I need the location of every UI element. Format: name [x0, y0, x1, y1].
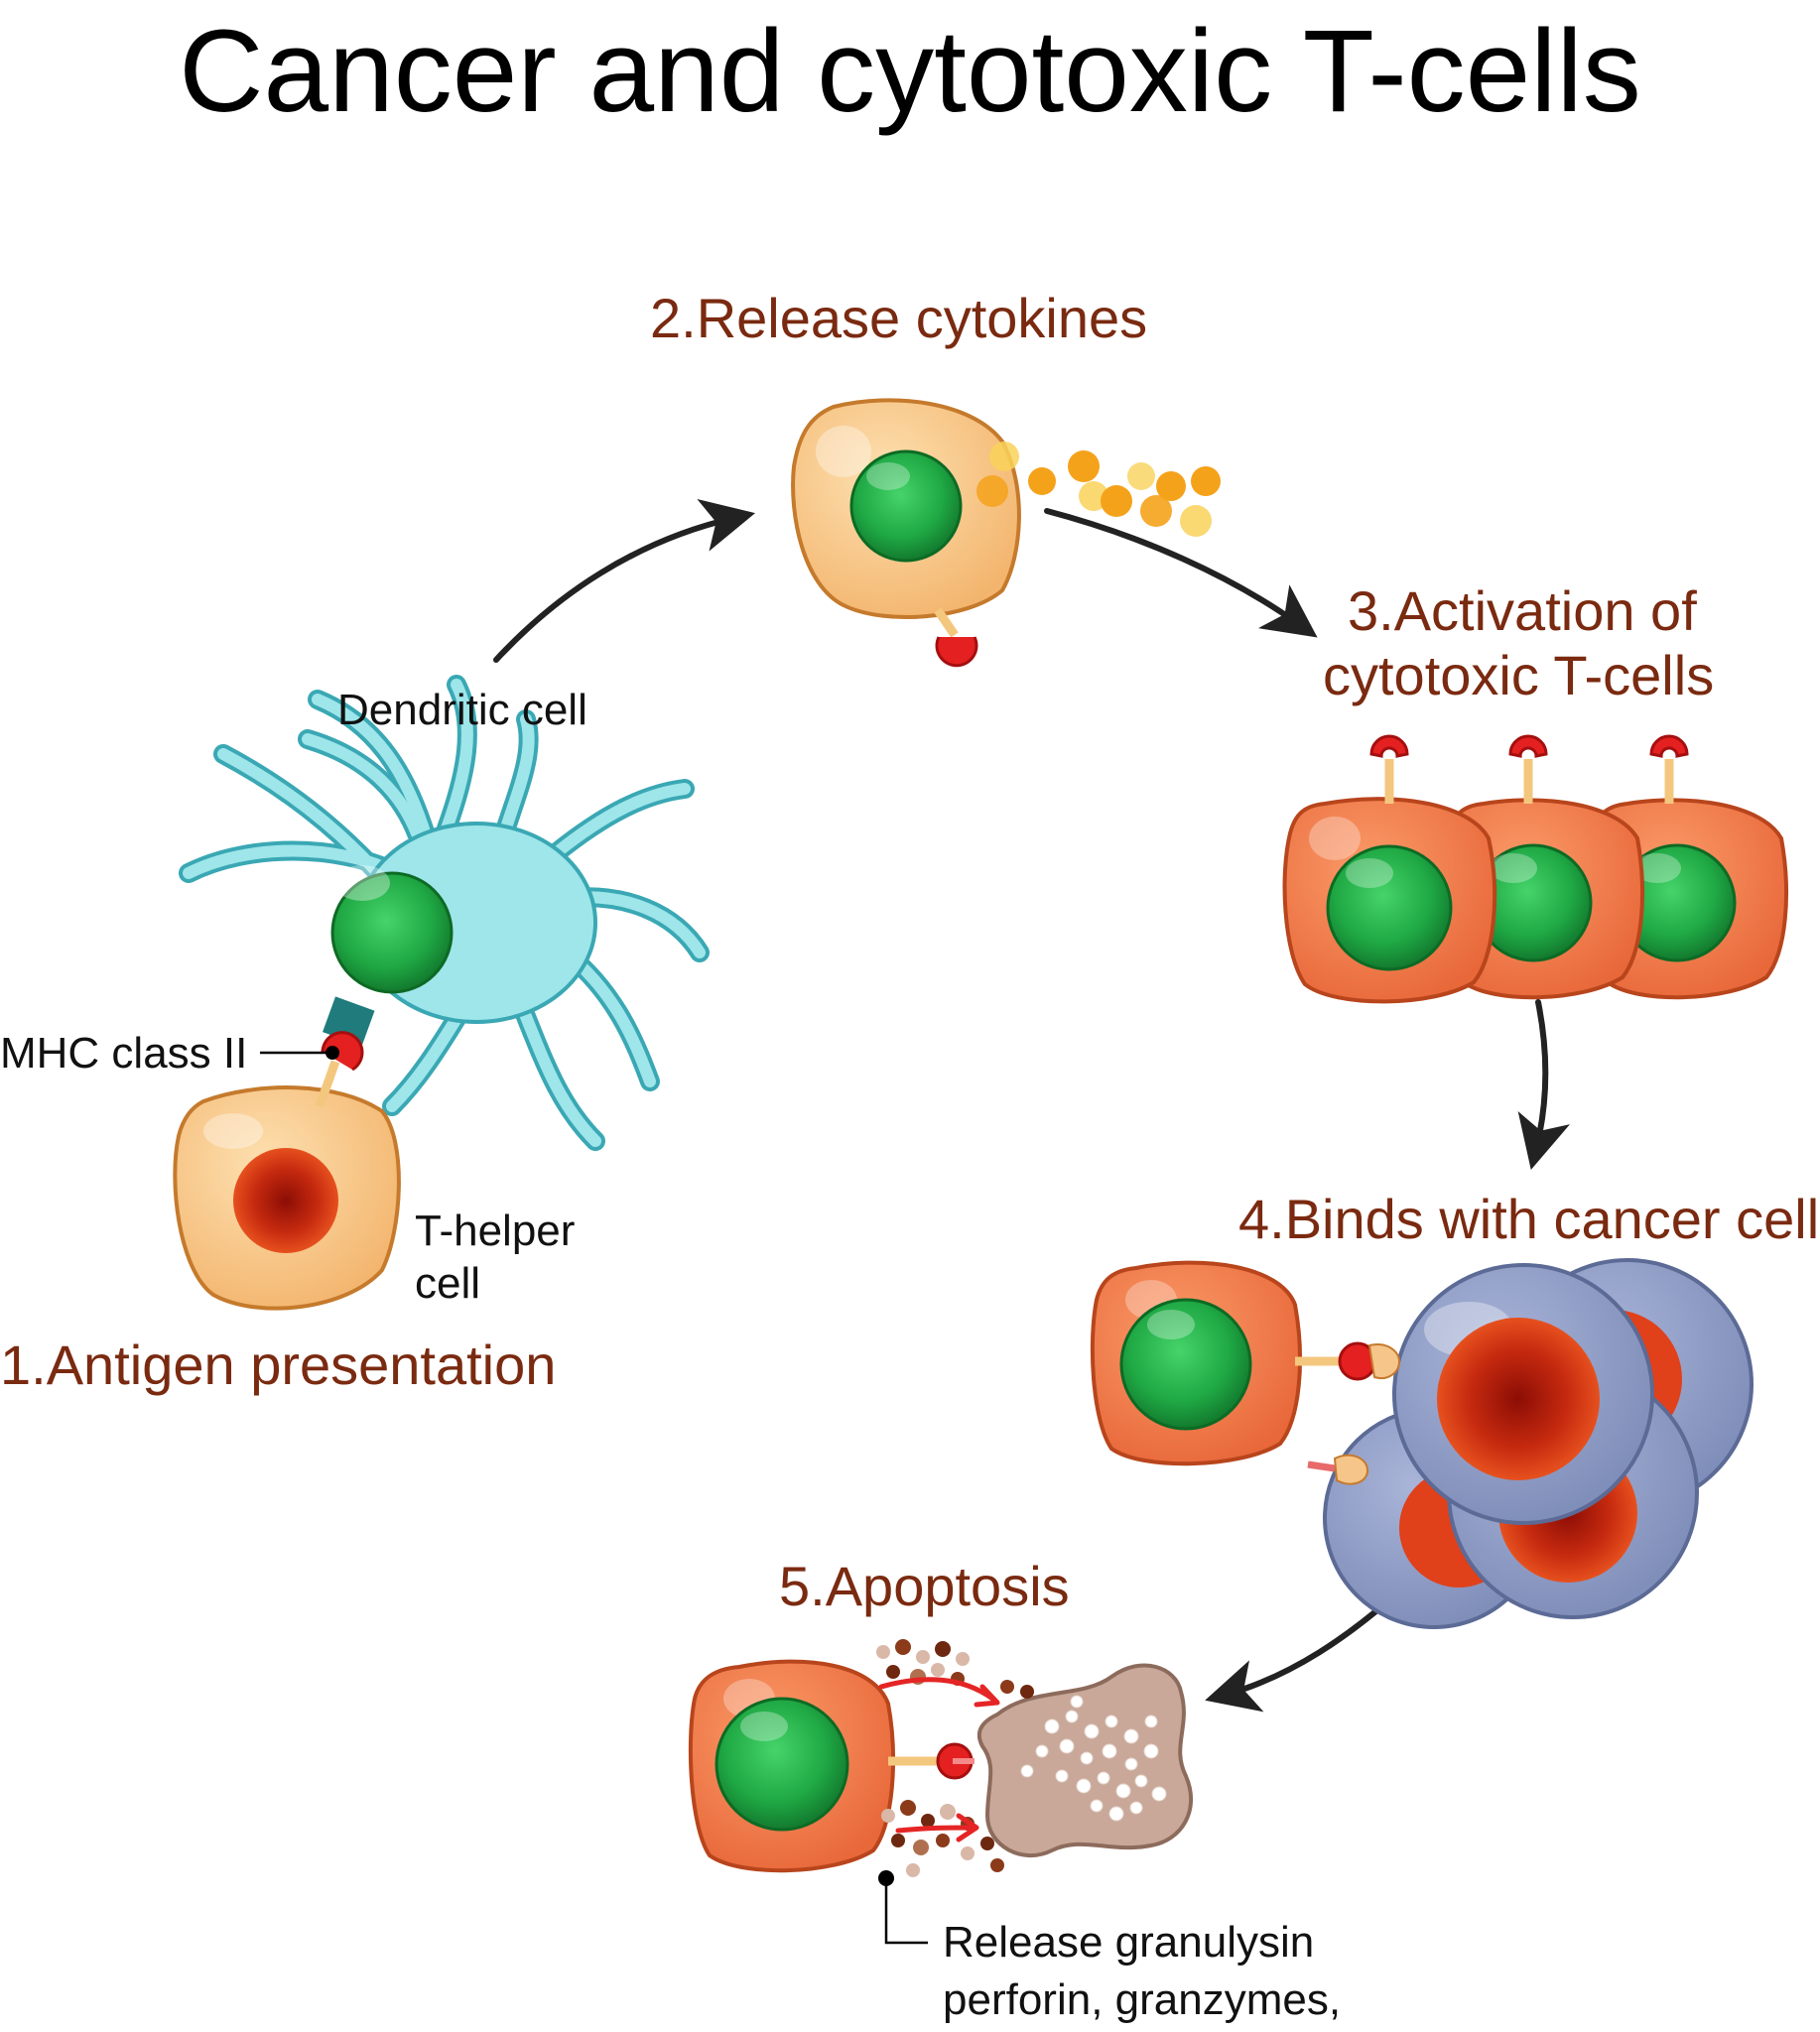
t-helper-cell [173, 1031, 401, 1311]
step-3-label-line2: cytotoxic T-cells [1323, 644, 1714, 706]
apoptotic-fragments [1020, 1695, 1167, 1822]
release-label-line1: Release granulysin [943, 1918, 1314, 1967]
release-label-line2: perforin, granzymes, [943, 1975, 1341, 2024]
activated-t-cell-2 [1442, 734, 1644, 1000]
step-2-label: 2.Release cytokines [650, 287, 1147, 349]
activated-t-cells [1282, 734, 1788, 1004]
granule-particles [876, 1639, 1034, 1877]
cytokine-releasing-cell [791, 398, 1021, 668]
binding-t-cell [1090, 1260, 1348, 1466]
step-3-label-line1: 3.Activation of [1348, 579, 1697, 642]
dendritic-nucleus [330, 871, 454, 994]
t-helper-nucleus [233, 1148, 338, 1253]
dendritic-cell-label: Dendritic cell [337, 686, 587, 734]
t-helper-receptor [321, 1031, 364, 1072]
release-leader-line [878, 1870, 928, 1945]
cytokine-cell-nucleus [849, 449, 963, 563]
cytokines [976, 442, 1221, 537]
dendritic-cell [179, 675, 710, 1151]
cytokine-cell-receptor [935, 636, 978, 668]
t-helper-label-line1: T-helper [415, 1206, 575, 1255]
diagram-title: Cancer and cytotoxic T-cells [179, 6, 1640, 137]
apoptotic-cancer-cell [976, 1663, 1193, 1857]
step-5-label: 5.Apoptosis [779, 1555, 1070, 1617]
activated-t-cell-1 [1282, 734, 1497, 1004]
step-1-label: 1.Antigen presentation [0, 1334, 556, 1396]
arrow-3-to-4 [1517, 999, 1571, 1170]
arrow-2-to-3 [1044, 508, 1318, 638]
killer-t-cell [688, 1659, 975, 1873]
arrow-1-to-2 [493, 498, 756, 663]
mhc-class-ii-label: MHC class II [0, 1029, 247, 1078]
granule-arrows [878, 1677, 1000, 1842]
step-4-label: 4.Binds with cancer cell [1238, 1188, 1819, 1250]
t-helper-label-line2: cell [415, 1259, 480, 1308]
cancer-cell-cluster [1307, 1258, 1754, 1629]
